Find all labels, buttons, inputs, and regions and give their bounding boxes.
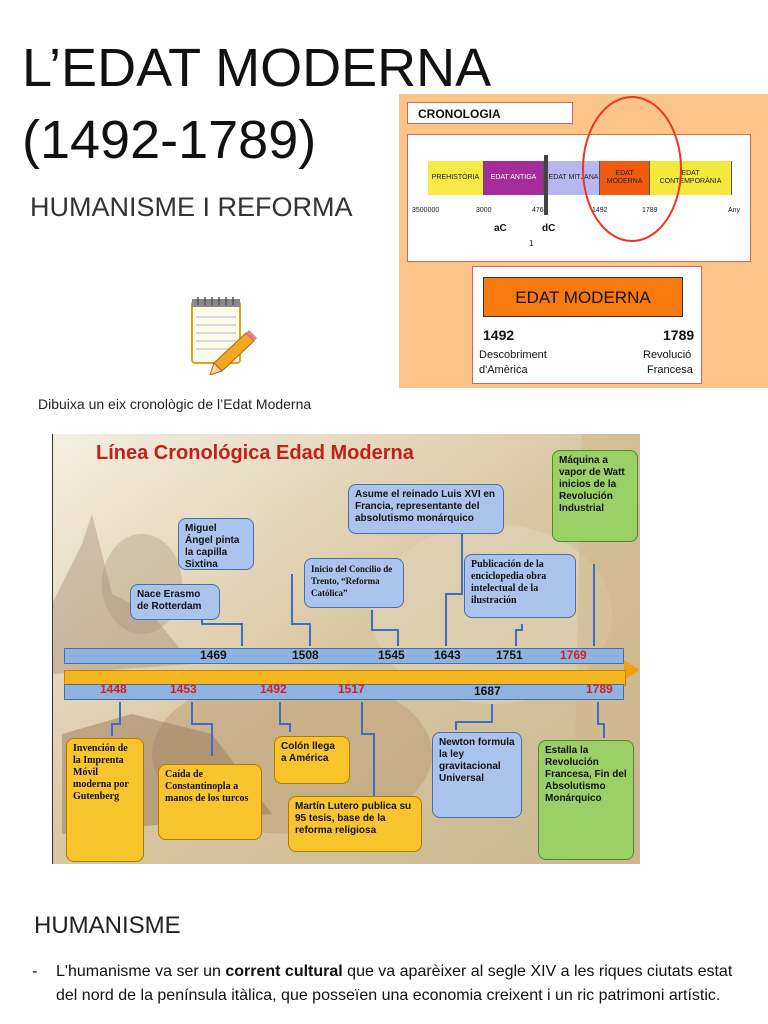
year-label: Any: [728, 207, 741, 214]
event-luis-xvi: Asume el reinado Luis XVI en Francia, re…: [348, 484, 504, 534]
year-label: 3500000: [412, 207, 440, 214]
chronology-panel: CRONOLOGIA PREHISTÒRIA EDAT ANTIGA EDAT …: [399, 94, 768, 388]
year-1517: 1517: [338, 682, 365, 696]
year-1448: 1448: [100, 682, 127, 696]
year-1751: 1751: [496, 648, 523, 662]
bc-label: aC: [494, 223, 507, 234]
chronology-axis-box: PREHISTÒRIA EDAT ANTIGA EDAT MITJANA EDA…: [407, 134, 751, 262]
end-event-line1: Revolució: [643, 349, 692, 361]
end-event-line2: Francesa: [647, 364, 693, 376]
year-label: 476: [532, 207, 544, 214]
timeline-bar-top: [64, 648, 624, 664]
event-revolucion: Estalla la Revolución Francesa, Fin del …: [538, 740, 634, 860]
chronology-label: CRONOLOGIA: [407, 102, 573, 124]
event-trento: Inicio del Concilio de Trento, “Reforma …: [304, 558, 404, 608]
event-miguel-angel: Miguel Ángel pinta la capilla Sixtina: [178, 518, 254, 570]
highlight-circle: [582, 96, 682, 242]
event-enciclopedia: Publicación de la enciclopedia obra inte…: [464, 554, 576, 618]
year-zero-marker: [544, 155, 548, 215]
instruction-caption: Dibuixa un eix cronològic de l’Edat Mode…: [38, 396, 312, 412]
notepad-pencil-icon: [188, 295, 258, 376]
year-1492: 1492: [260, 682, 287, 696]
modern-age-start-year: 1492: [483, 327, 515, 343]
start-event-line1: Descobriment: [479, 349, 547, 361]
event-constantinopla: Caída de Constantinopla a manos de los t…: [158, 764, 262, 840]
event-newton: Newton formula la ley gravitacional Univ…: [432, 732, 522, 818]
event-erasmo: Nace Erasmo de Rotterdam: [130, 584, 220, 620]
modern-age-title: EDAT MODERNA: [483, 277, 683, 317]
ad-label: dC: [542, 223, 556, 234]
year-1643: 1643: [434, 648, 461, 662]
modern-age-box: EDAT MODERNA 1492 1789 Descobriment d'Am…: [472, 266, 702, 384]
era-ancient: EDAT ANTIGA: [484, 161, 544, 195]
page-subtitle: HUMANISME I REFORMA: [30, 192, 353, 222]
year-1789: 1789: [586, 682, 613, 696]
event-imprenta: Invención de la Imprenta Móvil moderna p…: [66, 738, 144, 862]
bullet-text: L'humanisme va ser un corrent cultural q…: [56, 960, 746, 1008]
timeline-title: Línea Cronológica Edad Moderna: [96, 442, 414, 464]
timeline-bar-bottom: [64, 684, 624, 700]
bullet-text-end: que va aparèixer al segle XIV a les riqu…: [56, 963, 733, 1004]
timeline-image: Línea Cronológica Edad Moderna 1469 1508…: [52, 434, 640, 864]
bullet-text-start: L'humanisme va ser un: [56, 963, 226, 980]
bullet-dash: -: [32, 963, 38, 980]
year-one-label: 1: [529, 239, 534, 248]
section-heading-humanisme: HUMANISME: [34, 912, 181, 939]
event-colon: Colón llega a América: [274, 736, 350, 784]
start-event-line2: d'Amèrica: [479, 364, 528, 376]
year-1769: 1769: [560, 648, 587, 662]
page-title-line1: L’EDAT MODERNA: [22, 38, 492, 98]
event-lutero: Martín Lutero publica su 95 tesis, base …: [288, 796, 422, 852]
era-prehistory: PREHISTÒRIA: [428, 161, 484, 195]
year-1508: 1508: [292, 648, 319, 662]
year-1687: 1687: [474, 684, 501, 698]
year-1453: 1453: [170, 682, 197, 696]
year-label: 3000: [476, 207, 492, 214]
bullet-text-bold: corrent cultural: [225, 963, 343, 980]
modern-age-end-year: 1789: [663, 327, 695, 343]
timeline-connectors: [111, 534, 605, 796]
event-watt: Máquina a vapor de Watt inicios de la Re…: [552, 450, 638, 542]
year-1469: 1469: [200, 648, 227, 662]
year-1545: 1545: [378, 648, 405, 662]
page-title-line2: (1492-1789): [22, 110, 317, 170]
